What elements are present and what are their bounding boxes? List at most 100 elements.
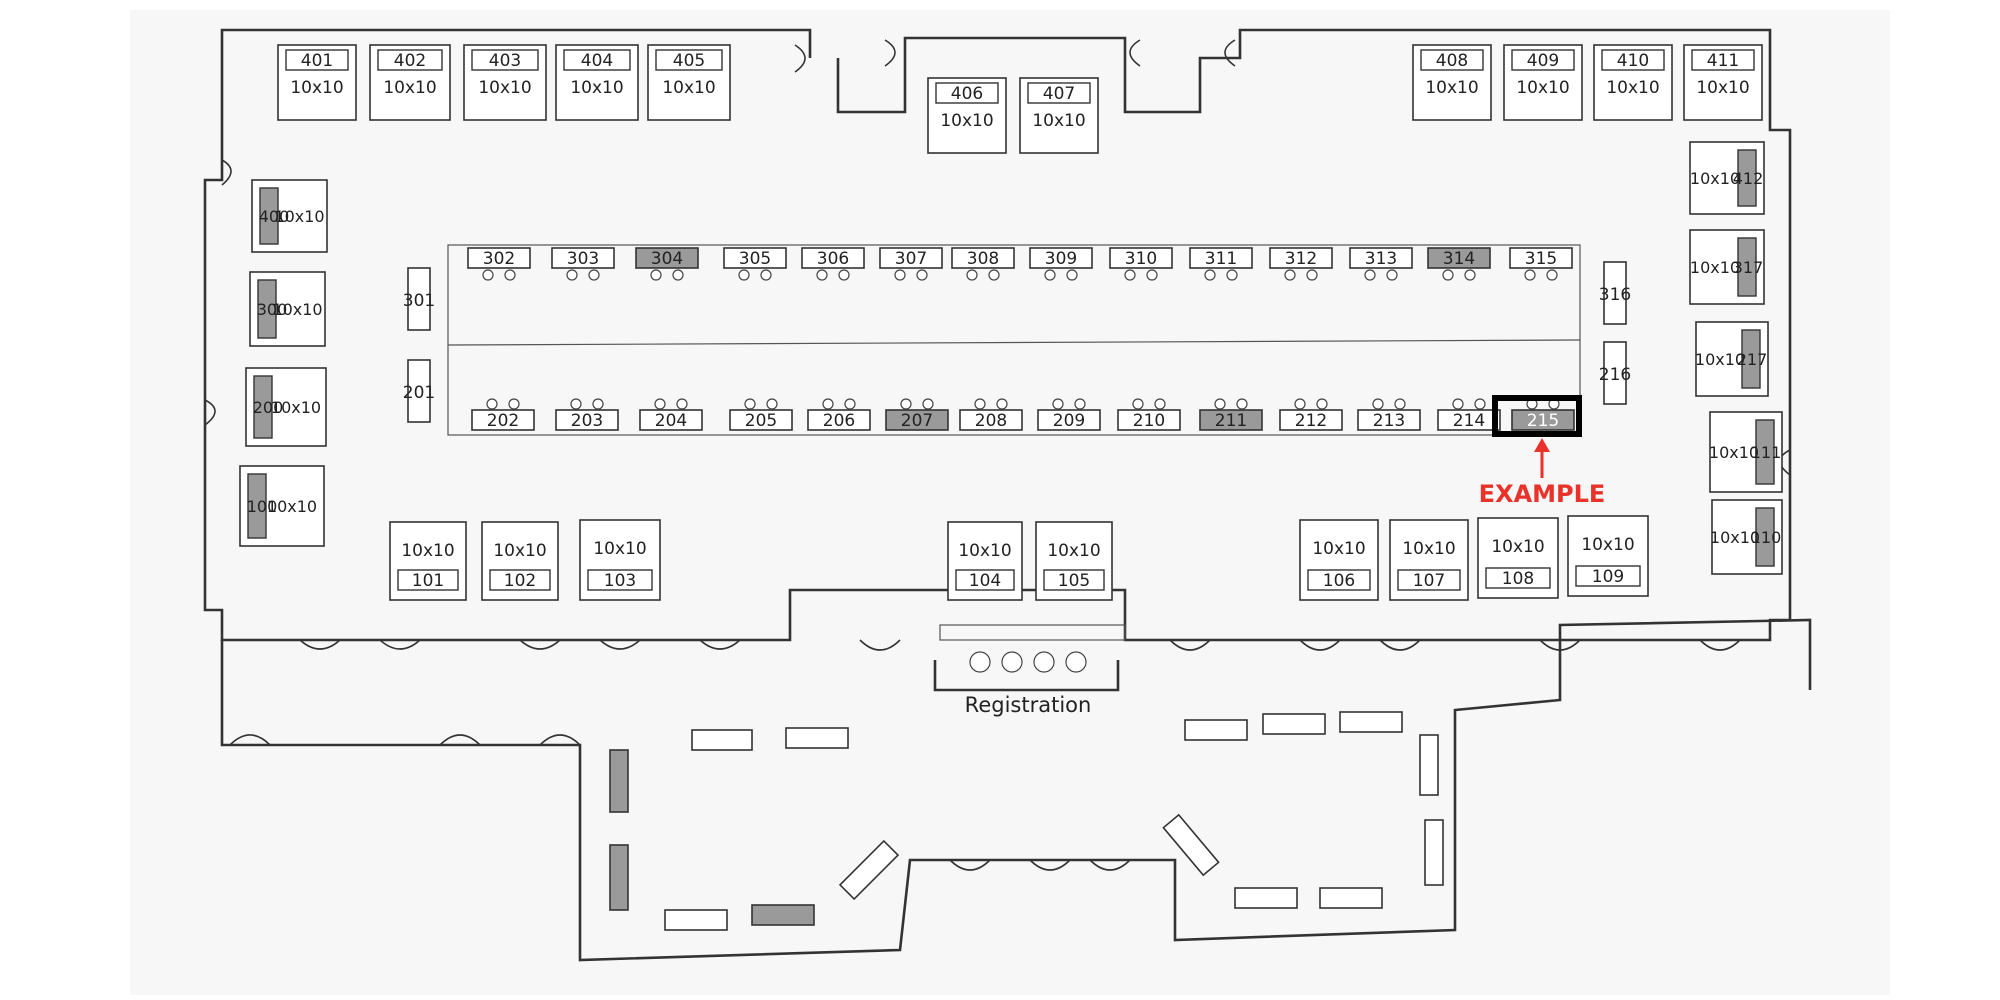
table-207-rect <box>885 409 949 431</box>
table-306[interactable]: 306 <box>801 247 865 281</box>
chair-icon <box>1146 269 1158 281</box>
table-313[interactable]: 313 <box>1349 247 1413 281</box>
booth-300-table <box>257 279 277 339</box>
chair-icon <box>1132 398 1144 410</box>
table-305[interactable]: 305 <box>723 247 787 281</box>
table-215[interactable]: 215 <box>1511 398 1575 431</box>
table-304-rect <box>635 247 699 269</box>
table-207[interactable]: 207 <box>885 398 949 431</box>
table-212[interactable]: 212 <box>1279 398 1343 431</box>
table-201[interactable]: 201 <box>403 359 435 423</box>
table-309[interactable]: 309 <box>1029 247 1093 281</box>
chair-icon <box>1074 398 1086 410</box>
chair-icon <box>1284 269 1296 281</box>
table-213[interactable]: 213 <box>1357 398 1421 431</box>
chair-icon <box>1474 398 1486 410</box>
example-arrowhead <box>1534 438 1550 452</box>
booth-407-table <box>1027 82 1091 104</box>
booth-101-table <box>397 569 459 591</box>
chair-icon <box>1226 269 1238 281</box>
booth-103-table <box>587 569 653 591</box>
table-311[interactable]: 311 <box>1189 247 1253 281</box>
booth-200-size: 10x10 <box>271 398 321 417</box>
table-303[interactable]: 303 <box>551 247 615 281</box>
table-203[interactable]: 203 <box>555 398 619 431</box>
booth-101-number: 101 <box>412 571 444 591</box>
table-310[interactable]: 310 <box>1109 247 1173 281</box>
table-301[interactable]: 301 <box>403 267 435 331</box>
lobby-tables <box>609 711 1444 931</box>
table-211-rect <box>1199 409 1263 431</box>
table-314[interactable]: 314 <box>1427 247 1491 281</box>
table-216[interactable]: 216 <box>1599 341 1631 405</box>
table-204[interactable]: 204 <box>639 398 703 431</box>
booth-407-size: 10x10 <box>1032 111 1085 131</box>
booth-104-table <box>955 569 1015 591</box>
table-202[interactable]: 202 <box>471 398 535 431</box>
table-314-rect <box>1427 247 1491 269</box>
booth-409-table <box>1511 49 1575 71</box>
table-312[interactable]: 312 <box>1269 247 1333 281</box>
chair-icon <box>1236 398 1248 410</box>
table-302[interactable]: 302 <box>467 247 531 281</box>
table-307[interactable]: 307 <box>879 247 943 281</box>
table-209[interactable]: 209 <box>1037 398 1101 431</box>
table-310-number: 310 <box>1125 249 1157 269</box>
table-214-rect <box>1437 409 1501 431</box>
booth-111-size: 10x10 <box>1709 443 1759 462</box>
booth-412-table <box>1737 149 1757 207</box>
table-308-rect <box>951 247 1015 269</box>
chair-icon <box>672 269 684 281</box>
table-304[interactable]: 304 <box>635 247 699 281</box>
booth-107-table <box>1397 569 1461 591</box>
table-301-number: 301 <box>403 291 435 311</box>
table-206[interactable]: 206 <box>807 398 871 431</box>
table-315[interactable]: 315 <box>1509 247 1573 281</box>
table-209-number: 209 <box>1053 411 1085 431</box>
table-211[interactable]: 211 <box>1199 398 1263 431</box>
booth-101[interactable]: 10x10 101 <box>389 521 467 601</box>
booth-408-size: 10x10 <box>1425 78 1478 98</box>
table-205[interactable]: 205 <box>729 398 793 431</box>
table-206-rect <box>807 409 871 431</box>
booth-402-table <box>377 49 443 71</box>
table-210[interactable]: 210 <box>1117 398 1181 431</box>
table-316[interactable]: 316 <box>1599 261 1631 325</box>
table-308[interactable]: 308 <box>951 247 1015 281</box>
table-303-rect <box>551 247 615 269</box>
table-214[interactable]: 214 <box>1437 398 1501 431</box>
booth-101-size: 10x10 <box>401 541 454 561</box>
booth-410-table <box>1601 49 1665 71</box>
table-208[interactable]: 208 <box>959 398 1023 431</box>
table-314-number: 314 <box>1443 249 1475 269</box>
chair-icon <box>650 269 662 281</box>
